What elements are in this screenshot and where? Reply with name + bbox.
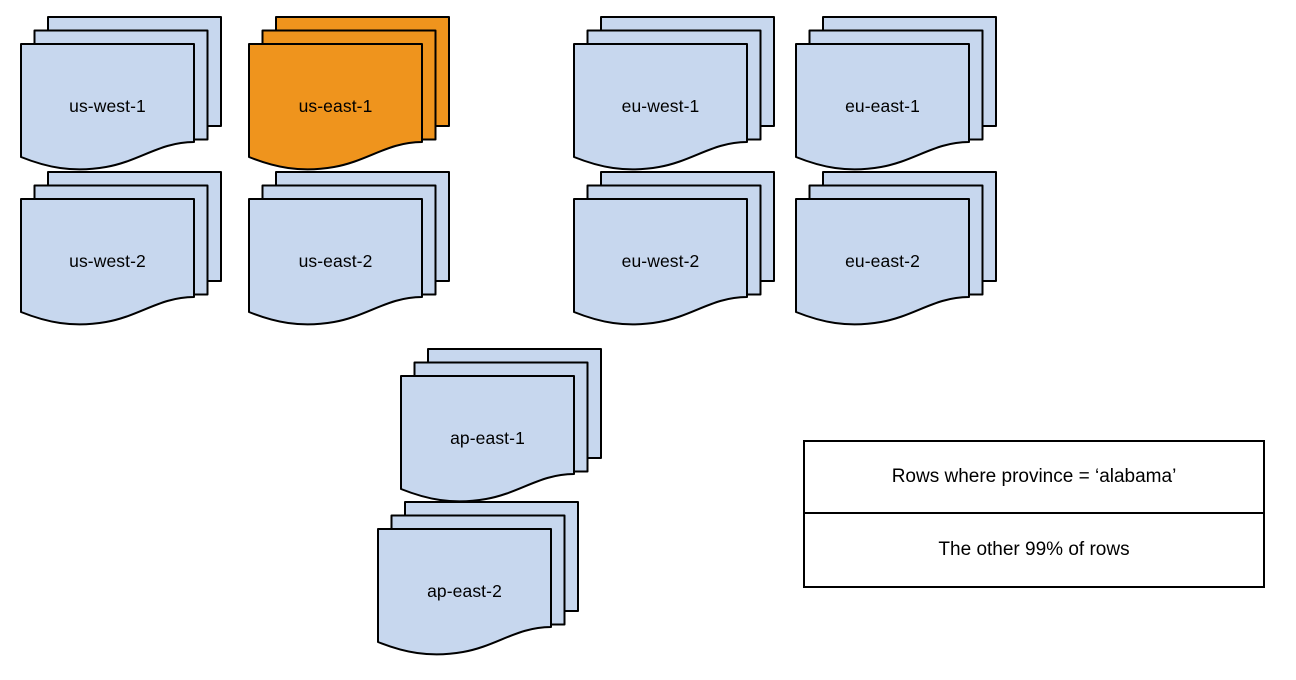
legend-row-blue: Rows where province = ‘alabama’ xyxy=(805,442,1263,514)
document-sheet xyxy=(248,198,423,326)
document-sheet xyxy=(573,198,748,326)
document-layer-3 xyxy=(20,198,195,326)
document-stack-eu-west-1[interactable]: eu-west-1 xyxy=(573,15,801,175)
document-sheet xyxy=(20,43,195,171)
document-stack-ap-east-1[interactable]: ap-east-1 xyxy=(400,347,628,507)
document-stack-us-east-2[interactable]: us-east-2 xyxy=(248,170,476,330)
document-stack-eu-west-2[interactable]: eu-west-2 xyxy=(573,170,801,330)
document-layer-3 xyxy=(795,43,970,171)
legend: Rows where province = ‘alabama’ The othe… xyxy=(803,440,1265,588)
document-stack-shape-ap-east-2 xyxy=(377,501,579,656)
document-stack-us-east-1[interactable]: us-east-1 xyxy=(248,15,476,175)
document-layer-3 xyxy=(573,198,748,326)
document-stack-shape-ap-east-1 xyxy=(400,348,602,503)
legend-label-orange: The other 99% of rows xyxy=(938,539,1130,560)
document-layer-3 xyxy=(400,375,575,503)
document-layer-3 xyxy=(248,43,423,171)
legend-row-orange: The other 99% of rows xyxy=(805,514,1263,586)
document-layer-3 xyxy=(573,43,748,171)
document-stack-shape-us-east-2 xyxy=(248,171,450,326)
document-stack-us-west-1[interactable]: us-west-1 xyxy=(20,15,248,175)
document-sheet xyxy=(795,198,970,326)
legend-label-blue: Rows where province = ‘alabama’ xyxy=(891,466,1177,487)
document-stack-shape-eu-east-2 xyxy=(795,171,997,326)
document-stack-shape-us-east-1 xyxy=(248,16,450,171)
document-layer-3 xyxy=(20,43,195,171)
document-layer-3 xyxy=(377,528,552,656)
document-layer-3 xyxy=(248,198,423,326)
document-sheet xyxy=(248,43,423,171)
document-sheet xyxy=(377,528,552,656)
document-layer-3 xyxy=(795,198,970,326)
document-stack-shape-us-west-2 xyxy=(20,171,222,326)
document-stack-shape-eu-east-1 xyxy=(795,16,997,171)
document-stack-shape-eu-west-2 xyxy=(573,171,775,326)
document-stack-shape-us-west-1 xyxy=(20,16,222,171)
document-stack-ap-east-2[interactable]: ap-east-2 xyxy=(377,500,605,660)
document-stack-eu-east-2[interactable]: eu-east-2 xyxy=(795,170,1023,330)
document-sheet xyxy=(400,375,575,503)
document-sheet xyxy=(20,198,195,326)
document-sheet xyxy=(795,43,970,171)
document-stack-us-west-2[interactable]: us-west-2 xyxy=(20,170,248,330)
document-sheet xyxy=(573,43,748,171)
document-stack-eu-east-1[interactable]: eu-east-1 xyxy=(795,15,1023,175)
document-stack-shape-eu-west-1 xyxy=(573,16,775,171)
